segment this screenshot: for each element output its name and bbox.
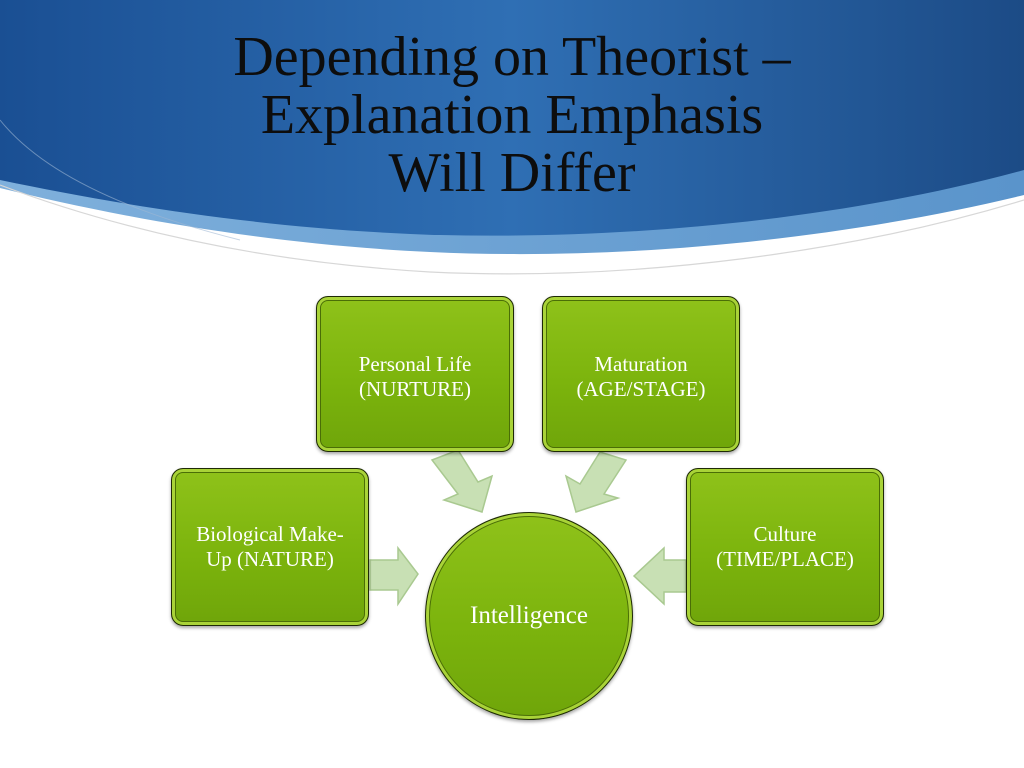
arrow-personal-life-to-center — [430, 449, 494, 513]
title-line-1: Depending on Theorist – — [233, 26, 791, 88]
title-line-2: Explanation Emphasis — [260, 84, 764, 146]
arrow-maturation-to-center — [564, 451, 628, 513]
node-culture-line-1: Culture — [753, 522, 817, 546]
node-personal-life-line-1: Personal Life — [358, 352, 472, 376]
node-intelligence-label: Intelligence — [470, 602, 588, 629]
header-thin-curve — [0, 184, 1024, 275]
node-maturation: Maturation (AGE/STAGE) — [542, 296, 740, 452]
node-personal-life-line-2: (NURTURE) — [359, 377, 471, 401]
node-culture-line-2: (TIME/PLACE) — [716, 547, 854, 571]
node-biological-line-2: Up (NATURE) — [206, 547, 334, 571]
node-intelligence: Intelligence — [425, 512, 633, 720]
title-line-3: Will Differ — [388, 142, 636, 204]
node-biological-line-1: Biological Make- — [196, 522, 344, 546]
node-maturation-line-2: (AGE/STAGE) — [576, 377, 706, 401]
node-maturation-line-1: Maturation — [594, 352, 688, 376]
node-culture: Culture (TIME/PLACE) — [686, 468, 884, 626]
node-personal-life: Personal Life (NURTURE) — [316, 296, 514, 452]
header-thin-curve-2 — [0, 119, 241, 241]
arrow-culture-to-center — [632, 546, 687, 606]
arrow-biological-to-center — [369, 545, 419, 607]
slide-title: Depending on Theorist – Explanation Emph… — [112, 28, 912, 202]
node-biological: Biological Make- Up (NATURE) — [171, 468, 369, 626]
header-blue-swoosh — [0, 0, 1024, 236]
